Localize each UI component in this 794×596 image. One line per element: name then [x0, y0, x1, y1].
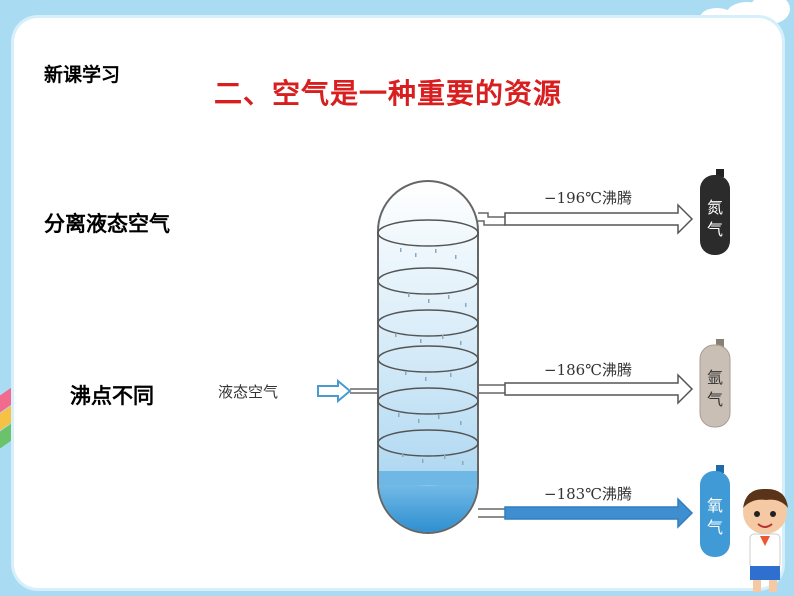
outlet-pipe-1	[478, 212, 505, 226]
tray	[377, 345, 479, 373]
cylinder-oxygen: 氧 气	[700, 465, 730, 557]
svg-text:氩: 氩	[707, 368, 723, 387]
svg-text:气: 气	[707, 220, 723, 239]
page-title: 二、空气是一种重要的资源	[214, 77, 563, 110]
tray	[377, 267, 479, 295]
column-liquid-body	[379, 471, 477, 485]
outlet-arrow-3	[504, 497, 694, 529]
temp-label-argon: −186℃沸腾	[544, 361, 632, 379]
outlet-pipe-2	[478, 384, 505, 394]
distillation-svg: 液态空气 −196℃沸腾 −186℃沸腾 −183℃沸腾 氮 气 氩 气	[218, 169, 731, 557]
outlet-arrow-2	[504, 373, 694, 405]
tray	[377, 387, 479, 415]
input-label: 液态空气	[218, 383, 278, 401]
input-pipe	[350, 388, 378, 394]
input-arrow	[317, 378, 352, 404]
cylinder-argon: 氩 气	[699, 339, 731, 428]
svg-text:氧: 氧	[707, 496, 723, 515]
label-different-boiling-points: 沸点不同	[70, 384, 154, 408]
temp-label-nitrogen: −196℃沸腾	[544, 189, 632, 207]
svg-text:气: 气	[707, 390, 723, 409]
temp-label-oxygen: −183℃沸腾	[544, 485, 632, 503]
fractional-distillation-diagram: 液态空气 −196℃沸腾 −186℃沸腾 −183℃沸腾 氮 气 氩 气	[210, 153, 734, 565]
cylinder-nitrogen: 氮 气	[700, 169, 730, 255]
tray	[377, 309, 479, 337]
outlet-pipe-3	[478, 508, 505, 518]
tray	[377, 429, 479, 457]
outlet-arrow-1	[504, 203, 694, 235]
cartoon-student-icon	[743, 488, 788, 592]
column-liquid	[379, 478, 477, 532]
droplets	[395, 248, 467, 465]
section-label: 新课学习	[44, 64, 121, 86]
label-separate-liquid-air: 分离液态空气	[44, 212, 170, 236]
column-trays	[377, 219, 479, 457]
tray	[377, 219, 479, 247]
svg-text:气: 气	[707, 518, 723, 537]
svg-text:氮: 氮	[707, 198, 723, 217]
